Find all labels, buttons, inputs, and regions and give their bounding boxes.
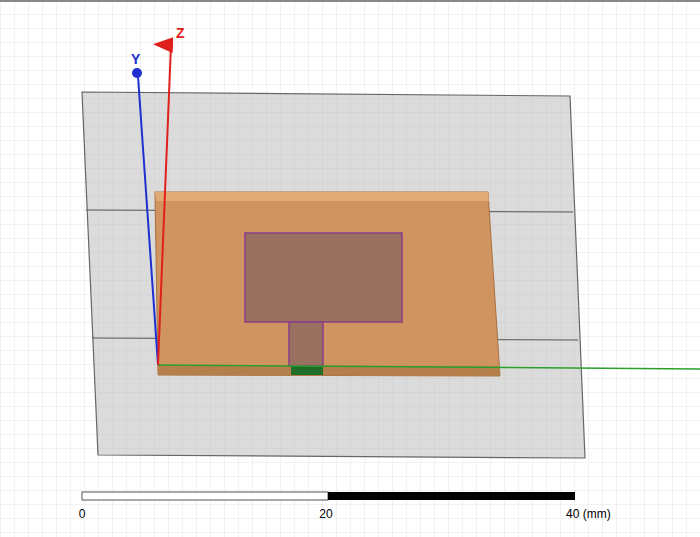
port [291,366,323,375]
scale-label: 20 [319,508,332,520]
axis-label: Z [176,26,185,40]
scale-bar [82,492,328,500]
scale-label: 40 (mm) [566,508,611,520]
top-rule [0,0,700,2]
x-axis [158,365,700,369]
feed-line [289,322,323,366]
substrate [155,192,500,376]
scale-bar [328,492,575,500]
scale-label: 0 [79,508,86,520]
y-axis [138,76,158,365]
substrate-top [155,192,489,201]
z-axis [158,45,171,365]
axis-label: Y [131,52,140,66]
y-axis-tip [132,68,142,78]
air-box [82,92,585,458]
patch [245,233,402,322]
